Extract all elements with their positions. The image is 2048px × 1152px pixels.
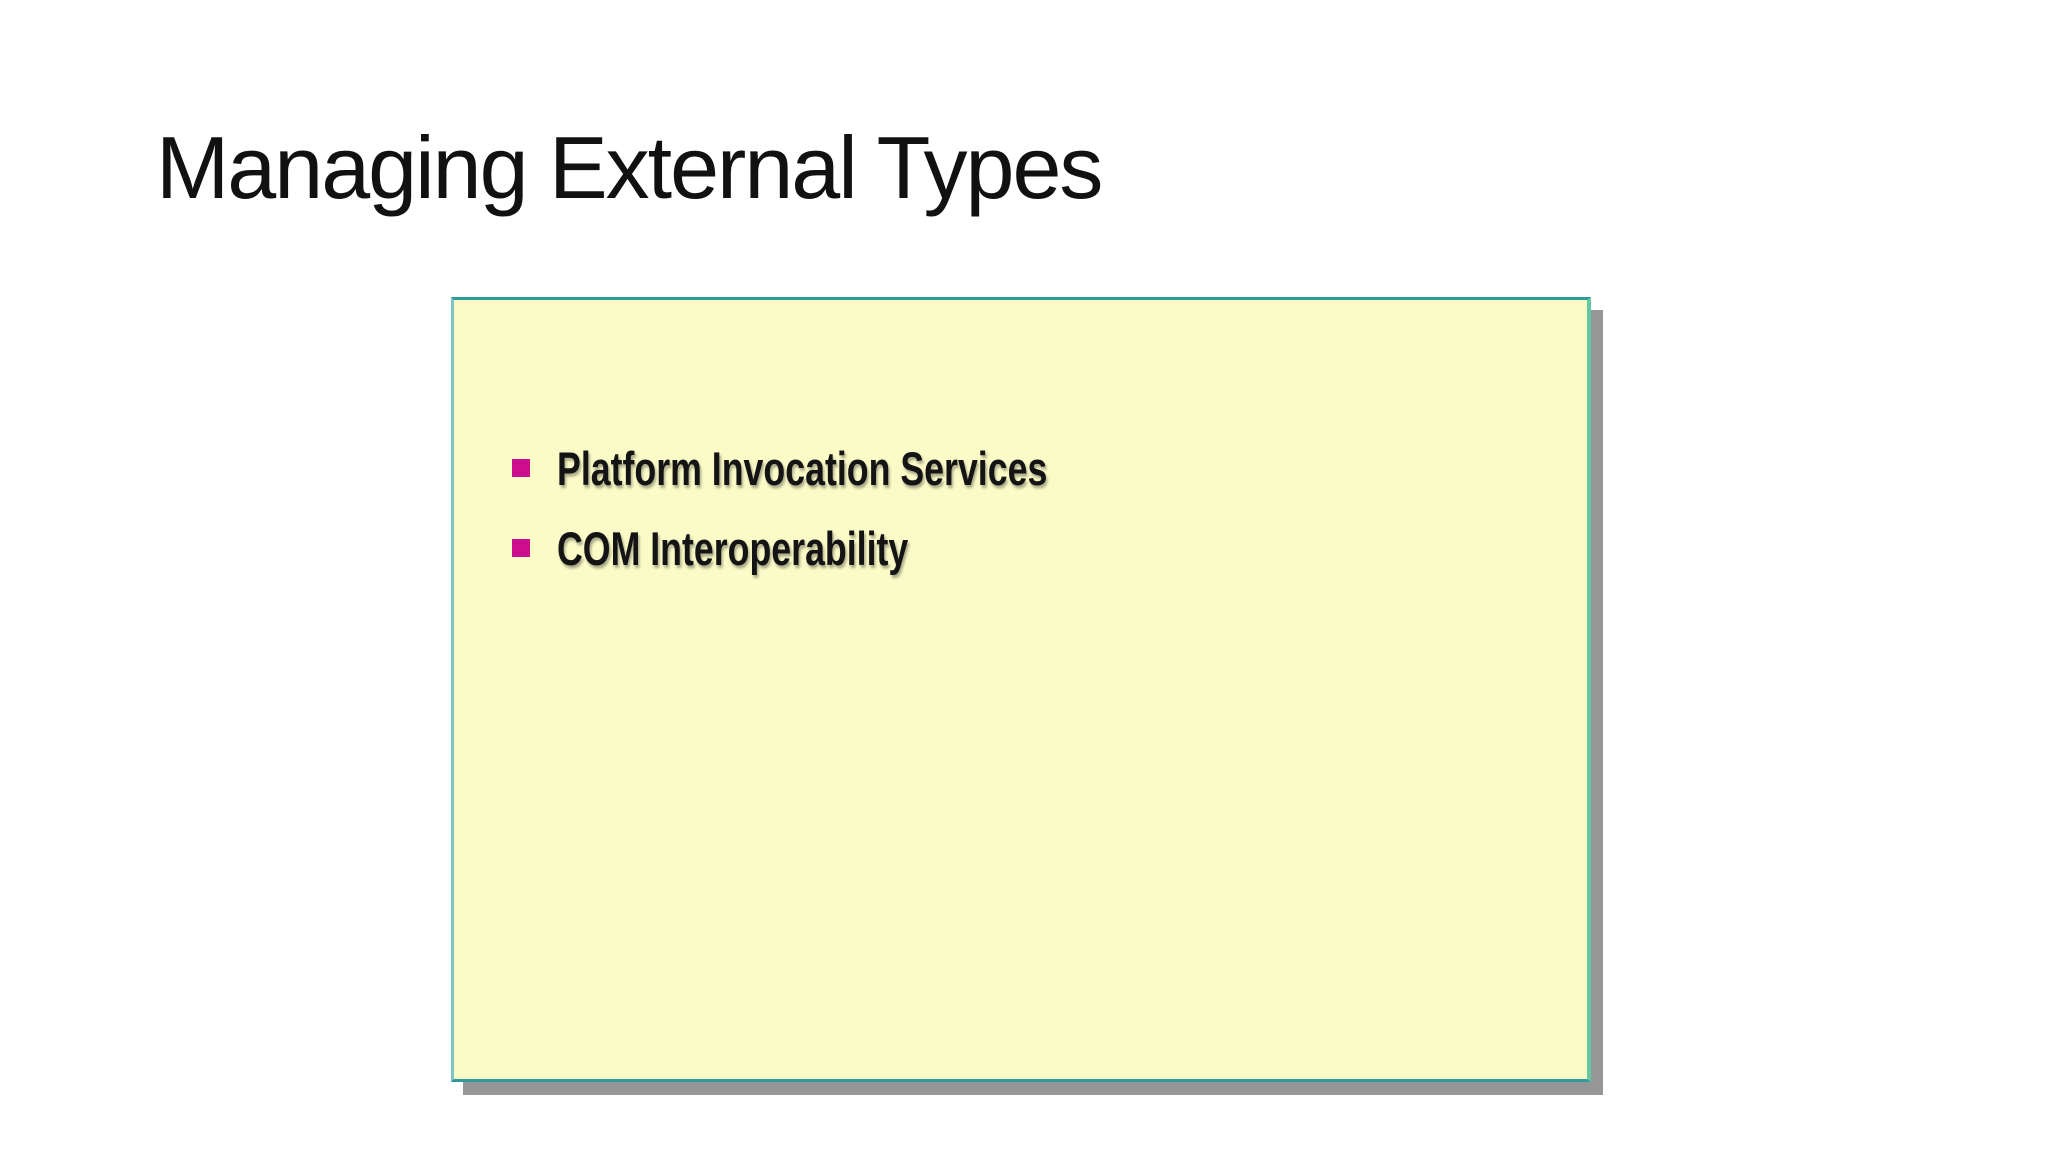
bullet-label: COM Interoperability: [557, 521, 909, 575]
bullet-list: Platform Invocation Services COM Interop…: [454, 300, 1587, 588]
list-item: Platform Invocation Services: [512, 428, 1587, 508]
content-panel: Platform Invocation Services COM Interop…: [451, 297, 1591, 1082]
bullet-square-icon: [512, 539, 530, 557]
bullet-label: Platform Invocation Services: [557, 441, 1048, 495]
list-item: COM Interoperability: [512, 508, 1587, 588]
slide-title: Managing External Types: [156, 118, 1103, 217]
bullet-square-icon: [512, 459, 530, 477]
